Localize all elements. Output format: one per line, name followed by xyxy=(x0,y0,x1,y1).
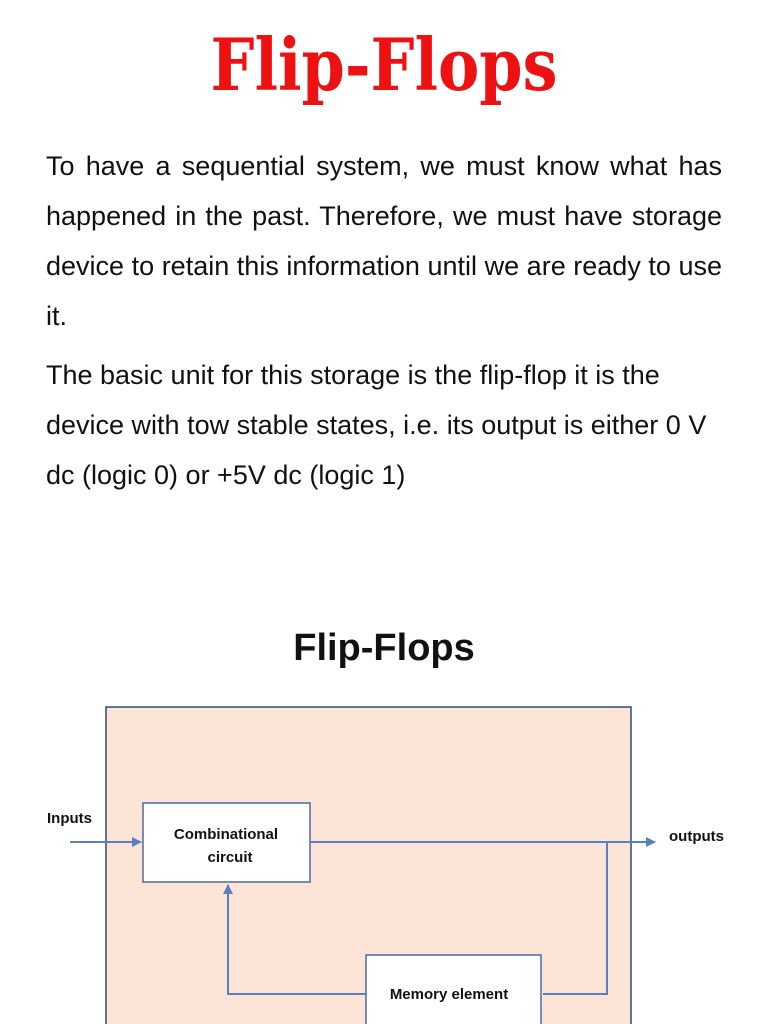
diagram-title: Flip-Flops xyxy=(293,627,475,669)
paragraph-sequential-system: To have a sequential system, we must kno… xyxy=(46,151,722,331)
combinational-label-line2: circuit xyxy=(207,849,252,866)
combinational-circuit-box xyxy=(142,802,311,883)
memory-element-box xyxy=(365,954,542,1024)
combinational-label-line1: Combinational xyxy=(174,826,278,843)
feedback-line-to-combinational xyxy=(223,884,366,995)
memory-element-label: Memory element xyxy=(390,986,508,1003)
slide-title: Flip-Flops xyxy=(210,22,558,107)
inputs-label: Inputs xyxy=(47,810,92,827)
feedback-line-to-memory xyxy=(543,842,608,995)
outputs-label: outputs xyxy=(669,828,724,845)
paragraph-basic-unit: The basic unit for this storage is the f… xyxy=(46,360,707,490)
